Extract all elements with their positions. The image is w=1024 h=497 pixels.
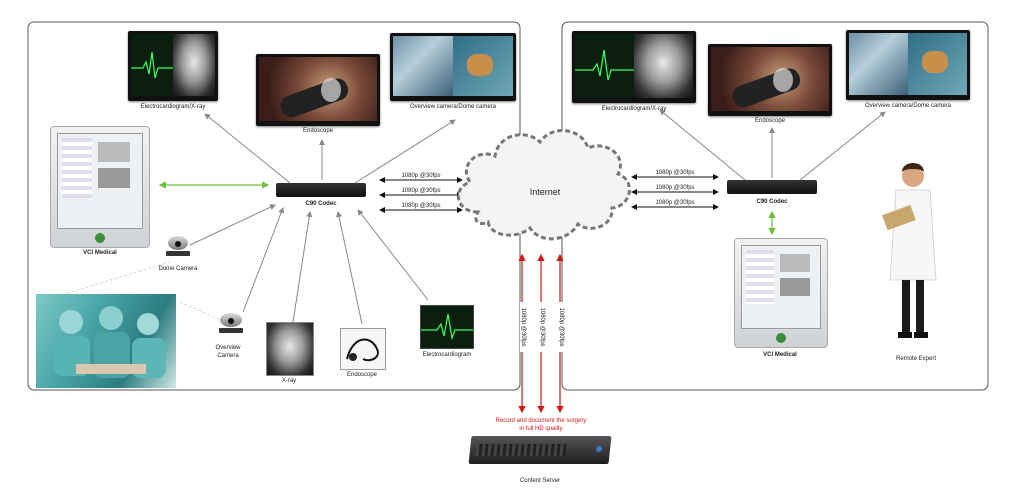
dashed-photo-link-2 [179,301,226,323]
right-endoscope-view-icon [732,68,801,108]
remote-expert-label: Remote Expert [895,356,937,362]
overview-camera-label: Overview Camera [215,345,241,359]
right-ecg-xray-label: Electrocardiogram/X-ray [601,106,667,112]
link-label-left-1: 1080p @30fps [396,173,446,179]
line-overview-codec [242,207,285,313]
line-rcodec-ecg-monitor [659,109,746,181]
internet-label: Internet [529,187,561,197]
ecg-waveform-icon [131,51,173,79]
line-codec-or-monitor [354,119,456,184]
right-vci-medical-tablet [734,238,828,348]
ecg-source-label: Electrocardiogram [422,352,472,358]
right-dome-camera-image [908,33,967,95]
internet-cloud [456,129,631,241]
xray-image [173,34,215,96]
xray-source-label: X-ray [281,378,297,384]
left-codec-label: C90 Codec [305,201,337,207]
right-vci-label: VCI Medical [763,352,797,358]
content-server-label: Content Server [519,478,561,484]
surgeons-image [54,306,166,378]
link-label-left-2: 1080p @30fps [396,188,446,194]
dome-camera-icon [166,236,190,258]
dome-camera-image [453,36,513,96]
left-c90-codec [276,183,366,197]
endoscope-device-icon [340,328,386,370]
vertical-link-label-1: 1080p @30fps [520,302,526,352]
line-xray-codec [292,211,313,323]
line-codec-ecg-monitor [204,113,291,184]
operating-room-photo [36,294,176,388]
overview-camera-image [393,36,453,96]
right-overview-dome-monitor [846,30,970,100]
right-codec-label: C90 Codec [756,199,788,205]
right-endoscope-monitor [708,44,832,116]
link-label-right-3: 1080p @30fps [650,200,700,206]
link-label-right-1: 1080p @30fps [650,170,700,176]
left-vci-label: VCI Medical [83,250,117,256]
right-ecg-xray-monitor [572,31,696,103]
ecg-source-image [420,305,474,349]
line-dome-codec [189,204,276,246]
left-overview-dome-monitor [390,33,516,101]
right-ecg-waveform-icon [575,49,634,81]
line-endo-codec [336,211,363,325]
vertical-link-label-3: 1080p @30fps [558,302,564,352]
line-ecg-codec [357,209,429,301]
doctor-icon [882,163,937,338]
right-xray-image [634,34,693,98]
content-server-device [468,436,612,464]
right-overview-camera-image [849,33,908,95]
right-vci-logo-icon [776,333,786,343]
xray-source-image [266,322,314,376]
overview-camera-icon [218,313,244,335]
record-note: Record and document the surgery in full … [495,418,587,432]
vci-logo-icon [95,233,105,243]
right-overview-dome-label: Overview camera/Dome camera [864,103,952,109]
line-rcodec-or-monitor [799,111,886,181]
left-ecg-xray-monitor [128,31,218,101]
right-c90-codec [727,180,817,194]
dome-camera-label: Dome Camera [158,266,198,272]
endoscope-view-icon [280,78,349,118]
endoscope-source-label: Endoscope [346,372,378,378]
vertical-link-label-2: 1080p @30fps [539,302,545,352]
left-endoscope-label: Endoscope [302,128,334,134]
left-overview-dome-label: Overview camera/Dome camera [409,104,497,110]
left-vci-medical-tablet [50,126,150,248]
link-label-right-2: 1080p @30fps [650,185,700,191]
ecg-source-waveform-icon [421,313,473,341]
left-endoscope-monitor [256,54,380,126]
remote-expert-figure [878,160,948,350]
link-label-left-3: 1080p @30fps [396,203,446,209]
left-ecg-xray-label: Electrocardiogram/X-ray [140,104,206,110]
right-endoscope-label: Endoscope [754,118,786,124]
